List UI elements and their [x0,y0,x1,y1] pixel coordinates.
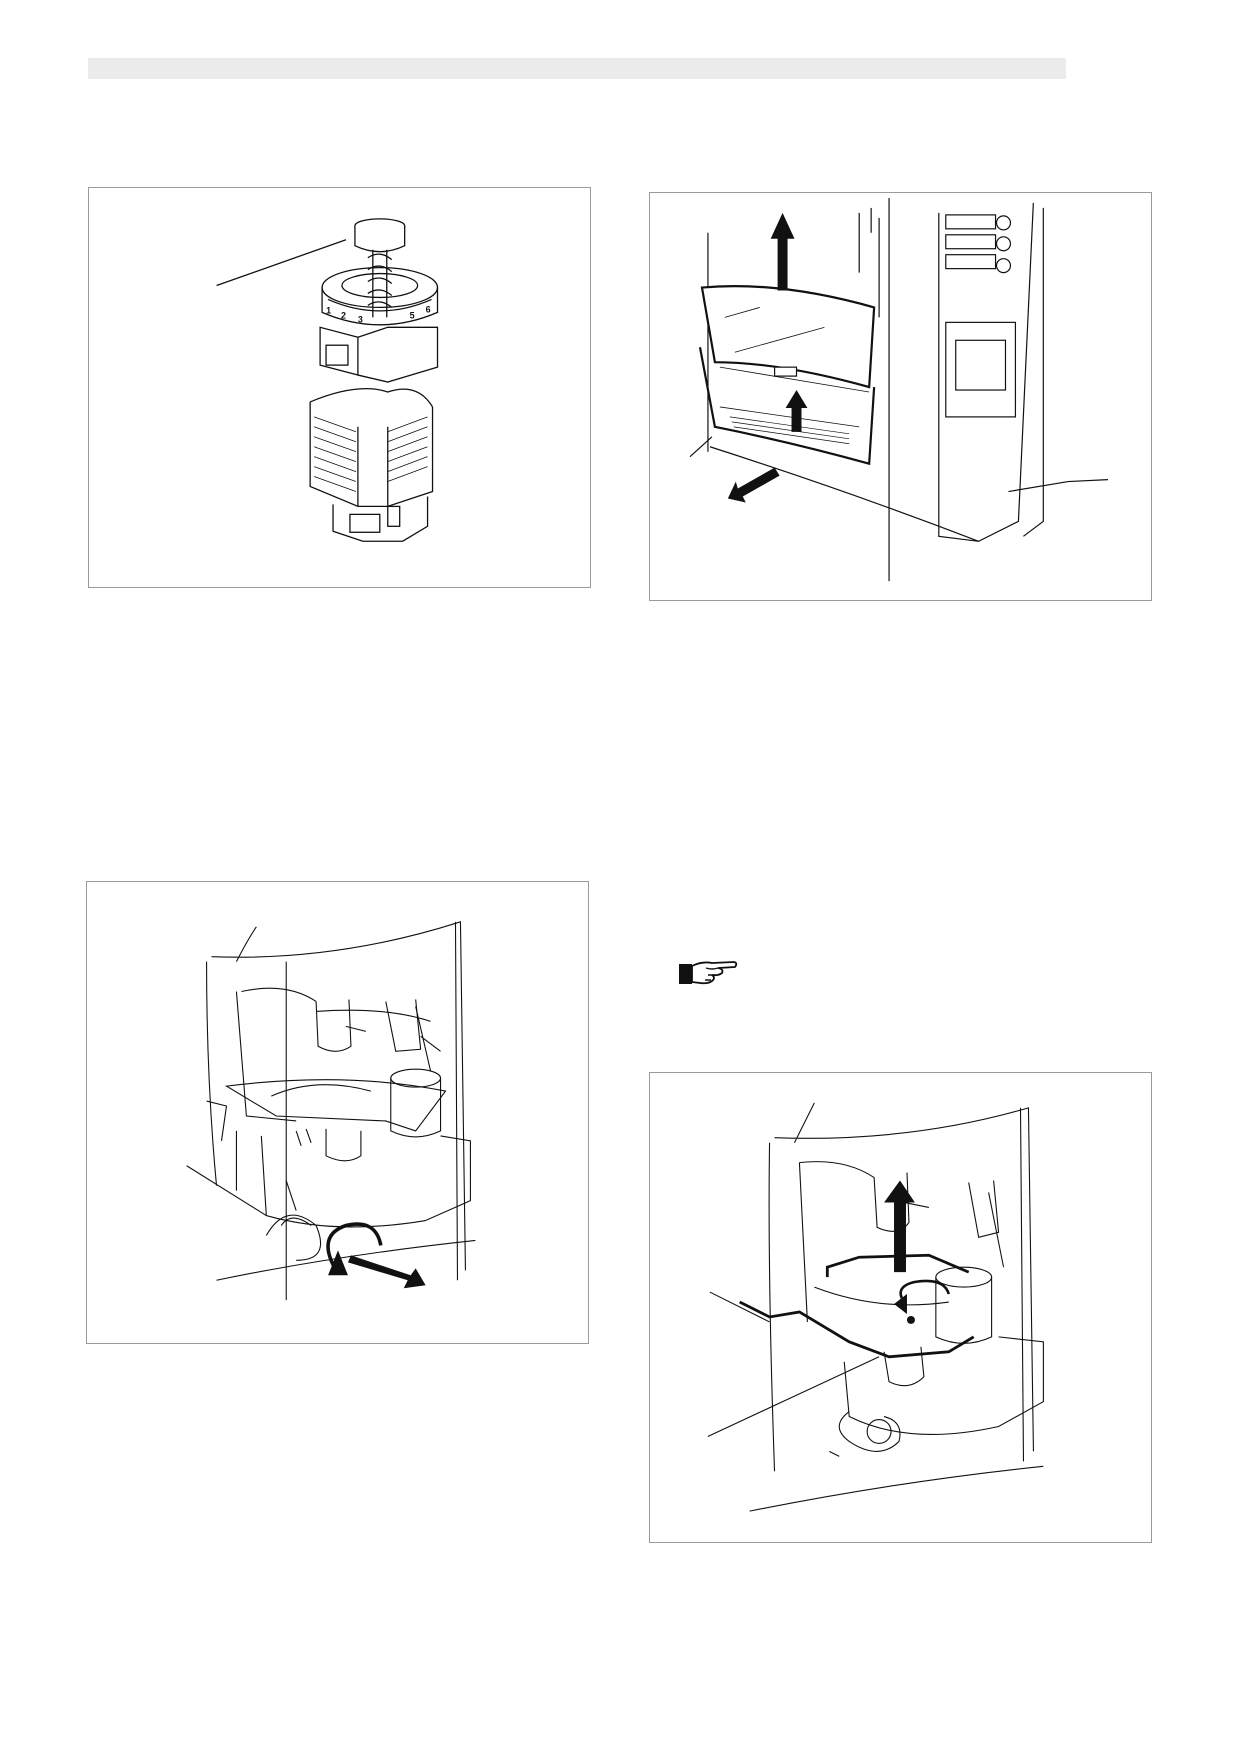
arrow-up-small [785,390,808,432]
brewer-rotation-illustration [186,921,476,1301]
grinder-illustration: 1 2 3 5 6 [216,218,439,542]
figure-brewer-rotation [86,881,589,1344]
arrow-up-large [770,212,795,291]
dial-number-3: 3 [358,314,363,324]
pointing-hand-icon [679,961,738,985]
figure-grinder-assembly: 1 2 3 5 6 [88,187,591,588]
figure-brewer-lift [649,1072,1152,1543]
arrow-pull-diagonal [347,1255,426,1289]
brewer-lift-illustration [707,1102,1044,1512]
drip-tray-illustration [689,197,1109,582]
arrow-pull-out [727,467,780,503]
dial-number-5: 5 [410,310,415,320]
page-header-bar [88,58,1066,79]
dial-number-1: 1 [326,305,331,315]
dial-number-6: 6 [426,304,431,314]
figure-drip-tray-removal [649,192,1152,601]
callout-leader-line [216,239,347,287]
arrow-lift-up [884,1180,915,1273]
rotation-arrow [326,1222,383,1272]
rotation-arrow-small [899,1279,951,1303]
dial-number-2: 2 [341,310,346,320]
